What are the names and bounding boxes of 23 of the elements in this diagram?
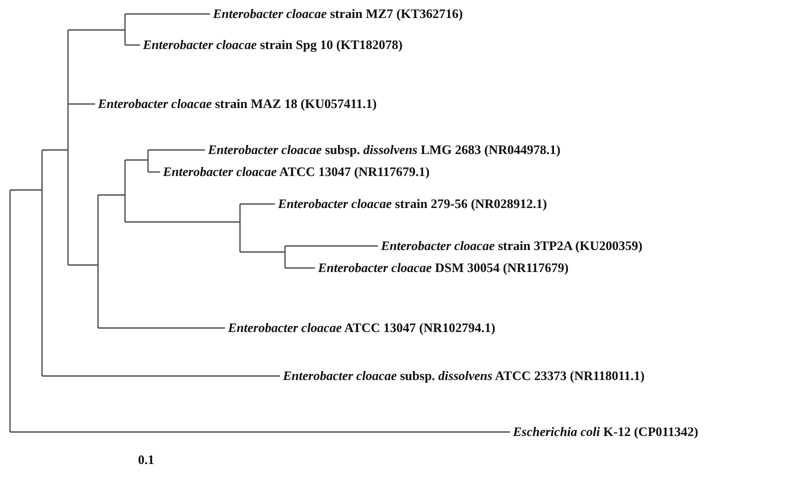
taxon-label: Enterobacter cloacae DSM 30054 (NR117679) — [318, 260, 569, 275]
tree-branch — [98, 327, 225, 329]
taxon-label: Enterobacter cloacae strain 279-56 (NR028912.1) — [278, 196, 547, 211]
taxon-label: Enterobacter cloacae strain Spg 10 (KT182078) — [143, 37, 403, 52]
tree-branch — [42, 375, 280, 377]
taxon-label: Enterobacter cloacae subsp. dissolvens ATCC 23373 (NR118011.1) — [283, 368, 645, 383]
taxon-label: Enterobacter cloacae subsp. dissolvens LMG 2683 (NR044978.1) — [208, 142, 560, 157]
tree-branch — [125, 44, 140, 46]
tree-branch — [240, 203, 275, 205]
taxon-label: Enterobacter cloacae strain 3TP2A (KU200359) — [381, 238, 642, 253]
tree-branch — [285, 267, 315, 269]
scale-value: 0.1 — [138, 452, 154, 467]
tree-branch — [285, 245, 378, 247]
tree-branch — [125, 13, 210, 15]
taxon-label: Escherichia coli K-12 (CP011342) — [513, 424, 698, 439]
tree-branch — [10, 431, 510, 433]
taxon-label: Enterobacter cloacae ATCC 13047 (NR102794.1) — [228, 320, 496, 335]
taxon-label: Enterobacter cloacae ATCC 13047 (NR117679.1) — [163, 164, 430, 179]
tree-branch — [68, 103, 95, 105]
taxon-label: Enterobacter cloacae strain MZ7 (KT362716) — [213, 6, 463, 21]
tree-branch — [148, 171, 160, 173]
tree-branch — [148, 149, 205, 151]
taxon-label: Enterobacter cloacae strain MAZ 18 (KU057411.1) — [98, 96, 377, 111]
